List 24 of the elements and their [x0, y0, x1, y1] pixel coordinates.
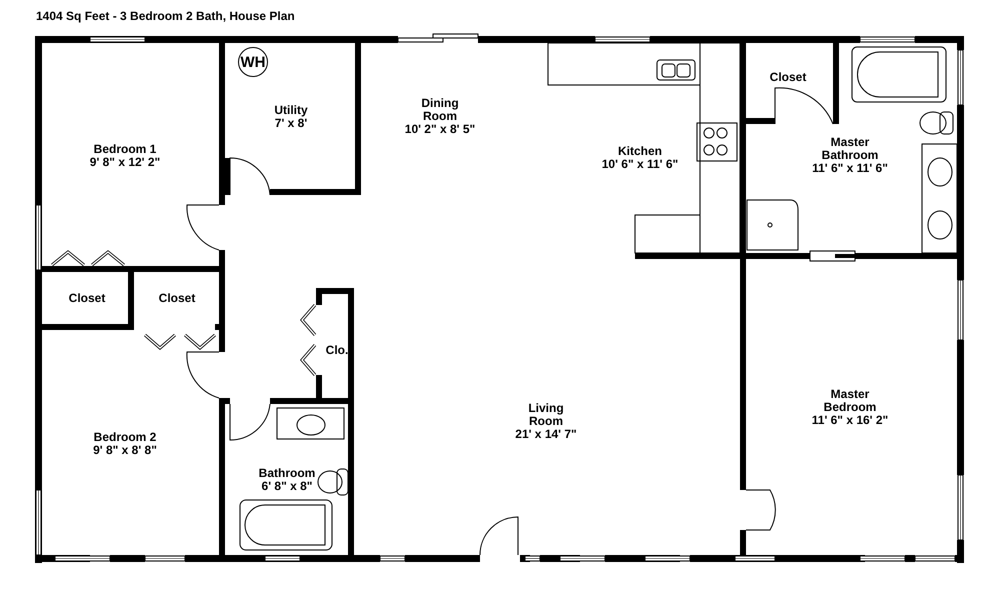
- room-dimensions: 6' 8" x 8": [262, 480, 312, 493]
- water-heater-circle: WH: [238, 47, 268, 77]
- room-name: Closet: [770, 71, 806, 84]
- room-name: Bedroom 1: [94, 143, 156, 156]
- room-name: Master Bathroom: [820, 136, 880, 162]
- room-name: Clo.: [326, 344, 348, 357]
- room-dimensions: 9' 8" x 12' 2": [90, 156, 160, 169]
- room-name: Master Bedroom: [822, 388, 878, 414]
- room-dimensions: 7' x 8': [274, 117, 308, 130]
- room-dimensions: 11' 6" x 16' 2": [812, 414, 888, 427]
- room-name: Bedroom 2: [94, 431, 156, 444]
- room-name: Closet: [68, 292, 106, 305]
- room-name: Closet: [158, 292, 196, 305]
- room-name: Dining Room: [420, 97, 460, 123]
- room-dimensions: 9' 8" x 8' 8": [93, 444, 157, 457]
- plan-title: 1404 Sq Feet - 3 Bedroom 2 Bath, House Plan: [36, 9, 295, 23]
- room-dimensions: 10' 2" x 8' 5": [404, 123, 476, 136]
- room-dimensions: 11' 6" x 11' 6": [812, 162, 888, 175]
- room-name: Utility: [274, 104, 308, 117]
- room-dimensions: 10' 6" x 11' 6": [602, 158, 678, 171]
- room-name: Living Room: [527, 402, 565, 428]
- room-dimensions: 21' x 14' 7": [515, 428, 577, 441]
- room-name: Kitchen: [618, 145, 662, 158]
- room-name: Bathroom: [258, 467, 316, 480]
